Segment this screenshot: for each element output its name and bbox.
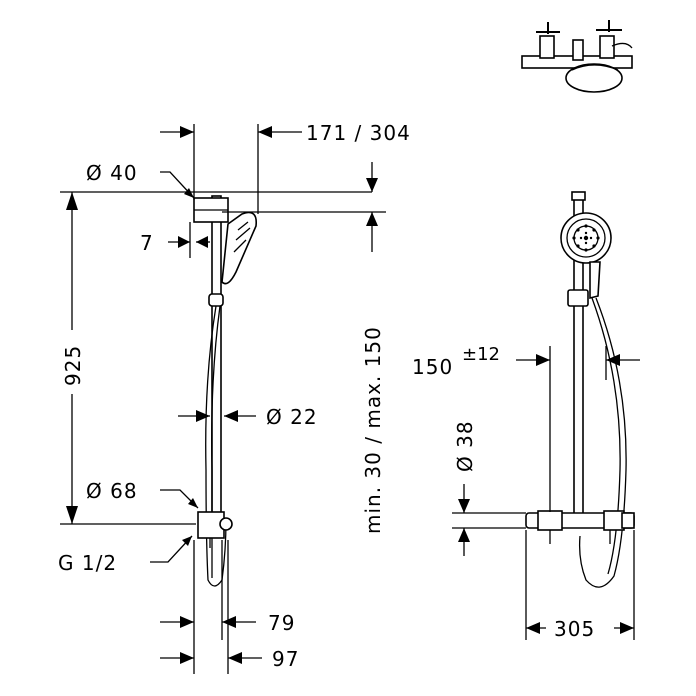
hand-shower <box>221 211 258 285</box>
dim-mixer-width: 305 <box>554 617 595 641</box>
dimension-lines <box>60 124 640 674</box>
dim-bottom-offset-97: 97 <box>272 647 299 671</box>
dim-bottom-diameter: Ø 68 <box>86 479 138 503</box>
dim-center-distance: 150 <box>412 355 453 379</box>
dim-connection-thread: G 1/2 <box>58 551 117 575</box>
dim-rail-height-range: min. 30 / max. 150 <box>361 326 385 534</box>
dim-total-height: 925 <box>61 345 85 386</box>
dim-bracket-offset: 7 <box>140 231 154 255</box>
dim-center-distance-tolerance: ±12 <box>462 344 500 365</box>
slider <box>208 293 224 307</box>
dim-bottom-offset-79: 79 <box>268 611 295 635</box>
dim-rail-top-diameter: Ø 40 <box>86 161 138 185</box>
perspective-thumbnail <box>521 20 633 93</box>
rail <box>211 195 222 527</box>
shower-rail-side-view <box>193 195 258 587</box>
dim-slide-offset: 171 / 304 <box>306 121 411 145</box>
dim-rail-diameter: Ø 22 <box>266 405 318 429</box>
hose <box>205 305 227 587</box>
dim-mixer-diameter: Ø 38 <box>453 420 477 472</box>
shower-front-view <box>525 191 635 588</box>
